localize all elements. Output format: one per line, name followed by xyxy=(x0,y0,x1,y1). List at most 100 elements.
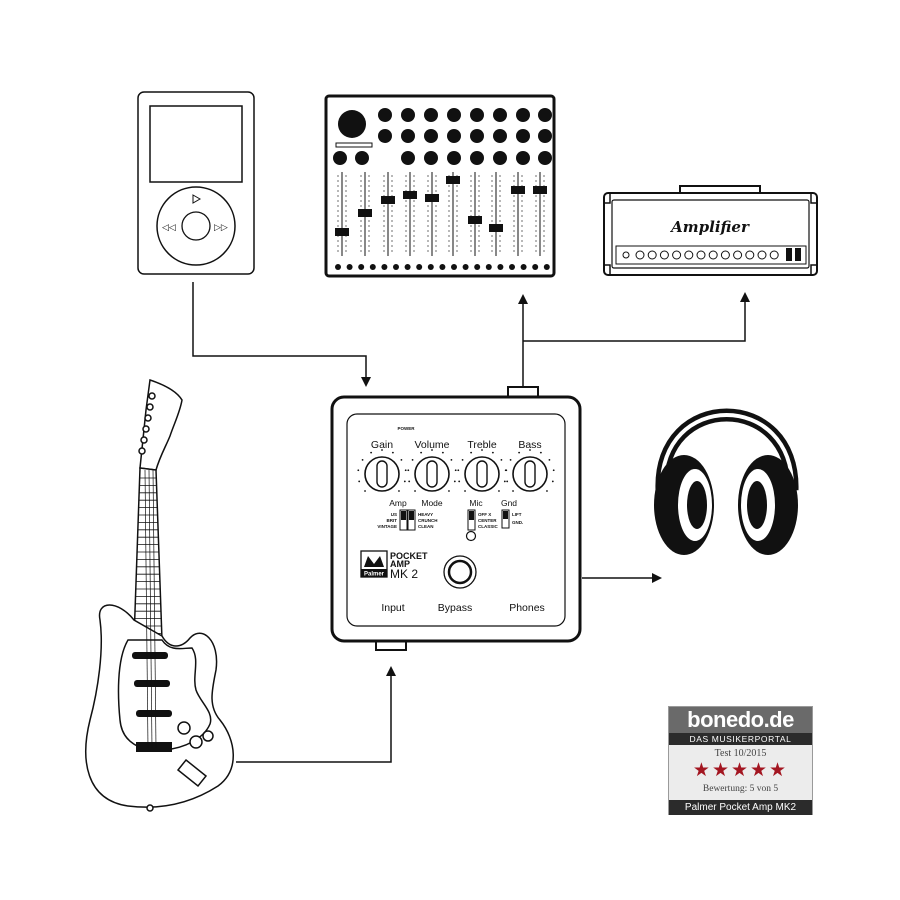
mixer-button[interactable] xyxy=(485,264,492,270)
mixer-knob[interactable] xyxy=(493,108,507,122)
amplifier-knob[interactable] xyxy=(745,250,755,260)
amplifier-knob[interactable] xyxy=(720,250,730,260)
mixer-knob[interactable] xyxy=(538,108,552,122)
mixer-knob[interactable] xyxy=(424,151,438,165)
mixer-button[interactable] xyxy=(416,264,423,270)
switch-label-amp: Amp xyxy=(389,498,407,508)
mixer-knob[interactable] xyxy=(447,151,461,165)
badge-logo: bonedo.de xyxy=(669,707,812,733)
amplifier-knob[interactable] xyxy=(696,250,706,260)
mixer-knob[interactable] xyxy=(538,129,552,143)
headphones xyxy=(654,408,799,555)
jack-label-input: Input xyxy=(381,602,404,614)
mixer-button[interactable] xyxy=(427,264,434,270)
amplifier-knob[interactable] xyxy=(659,250,669,260)
mixer-knob[interactable] xyxy=(424,108,438,122)
mixer-knob[interactable] xyxy=(447,129,461,143)
mixer-fader[interactable] xyxy=(446,176,460,184)
palmer-logo: Palmer xyxy=(360,550,388,578)
mixer-button[interactable] xyxy=(369,264,376,270)
mixer-button[interactable] xyxy=(543,264,550,270)
mixer-knob[interactable] xyxy=(516,129,530,143)
mixer-knob[interactable] xyxy=(516,151,530,165)
amplifier-knob[interactable] xyxy=(757,250,767,260)
mode-option-clean: CLEAN xyxy=(418,524,434,529)
amp-option-brit: BRIT xyxy=(387,518,398,523)
knob-label-bass: Bass xyxy=(518,439,541,451)
mixer-button[interactable] xyxy=(532,264,539,270)
mode-option-heavy: HEAVY xyxy=(418,512,433,517)
mixer-knob[interactable] xyxy=(470,108,484,122)
mixer-knob[interactable] xyxy=(355,151,369,165)
knob-label-treble: Treble xyxy=(467,439,497,451)
amplifier-knob[interactable] xyxy=(733,250,743,260)
amplifier-knob[interactable] xyxy=(708,250,718,260)
badge-rating: Bewertung: 5 von 5 xyxy=(702,784,779,794)
mixer-button[interactable] xyxy=(451,264,457,270)
mixer-button[interactable] xyxy=(520,264,527,270)
badge-product: Palmer Pocket Amp MK2 xyxy=(669,800,812,815)
mixer-knob[interactable] xyxy=(401,151,415,165)
mixer-button[interactable] xyxy=(346,264,353,270)
mp3-to-amp-line xyxy=(192,282,371,387)
mixer-button[interactable] xyxy=(358,264,365,270)
mixer-button[interactable] xyxy=(381,264,388,270)
amplifier-knob[interactable] xyxy=(635,250,645,260)
guitar-to-amp-line xyxy=(236,666,396,763)
mixer-knob[interactable] xyxy=(470,129,484,143)
amplifier-knob[interactable] xyxy=(684,250,694,260)
amplifier-head: Amplifier xyxy=(603,185,818,276)
power-label: POWER xyxy=(397,426,415,431)
mixer-fader[interactable] xyxy=(381,196,395,204)
mixer-fader[interactable] xyxy=(403,191,417,199)
mixer-knob[interactable] xyxy=(378,129,392,143)
mixer-button[interactable] xyxy=(393,264,399,270)
mixer-knob[interactable] xyxy=(447,108,461,122)
amp-to-amplifier-line xyxy=(523,292,750,342)
mixer-fader[interactable] xyxy=(425,194,439,202)
mixer-knob[interactable] xyxy=(401,108,415,122)
mixer-button[interactable] xyxy=(335,264,341,270)
mixer-knob[interactable] xyxy=(516,108,530,122)
mic-option-off: OFF X xyxy=(478,512,491,517)
electric-guitar xyxy=(85,379,234,812)
badge-tagline: DAS MUSIKERPORTAL xyxy=(669,733,812,745)
mixer-button[interactable] xyxy=(439,264,446,270)
mixer-knob[interactable] xyxy=(333,151,347,165)
badge-stars: ★★★★★ xyxy=(692,760,789,781)
amplifier-knob[interactable] xyxy=(769,250,779,260)
jack-label-phones: Phones xyxy=(509,602,545,614)
mixer-button[interactable] xyxy=(404,264,411,270)
mixer-knob[interactable] xyxy=(538,151,552,165)
mixer-knob[interactable] xyxy=(493,129,507,143)
amplifier-knob[interactable] xyxy=(672,250,682,260)
mixer-button[interactable] xyxy=(462,264,469,270)
switch-label-mic: Mic xyxy=(469,498,483,508)
mixer-knob[interactable] xyxy=(401,129,415,143)
model-line-2: AMP xyxy=(390,559,410,569)
pocket-amp: POWER Gain Volume Treble Bass Amp Mode M… xyxy=(330,386,582,651)
badge-test-date: Test 10/2015 xyxy=(714,748,767,759)
mixer-knob[interactable] xyxy=(493,151,507,165)
mixer-fader[interactable] xyxy=(468,216,482,224)
mixer-fader[interactable] xyxy=(358,209,372,217)
mixer-fader[interactable] xyxy=(489,224,503,232)
mixer-fader[interactable] xyxy=(533,186,547,194)
mixer-button[interactable] xyxy=(509,264,515,270)
switch-label-mode: Mode xyxy=(421,498,443,508)
svg-text:◁◁: ◁◁ xyxy=(162,222,176,232)
mixer-fader[interactable] xyxy=(335,228,349,236)
mixer-knob[interactable] xyxy=(378,108,392,122)
mixer-knob[interactable] xyxy=(470,151,484,165)
mixer-button[interactable] xyxy=(474,264,481,270)
mic-option-classic: CLASSIC xyxy=(478,524,499,529)
mixer-fader[interactable] xyxy=(511,186,525,194)
mixer-button[interactable] xyxy=(497,264,504,270)
mixer-knob[interactable] xyxy=(424,129,438,143)
signal-connections xyxy=(192,282,750,763)
model-line-3: MK 2 xyxy=(390,567,418,581)
svg-text:Palmer: Palmer xyxy=(364,572,385,578)
amplifier-knob[interactable] xyxy=(647,250,657,260)
mode-option-crunch: CRUNCH xyxy=(418,518,438,523)
